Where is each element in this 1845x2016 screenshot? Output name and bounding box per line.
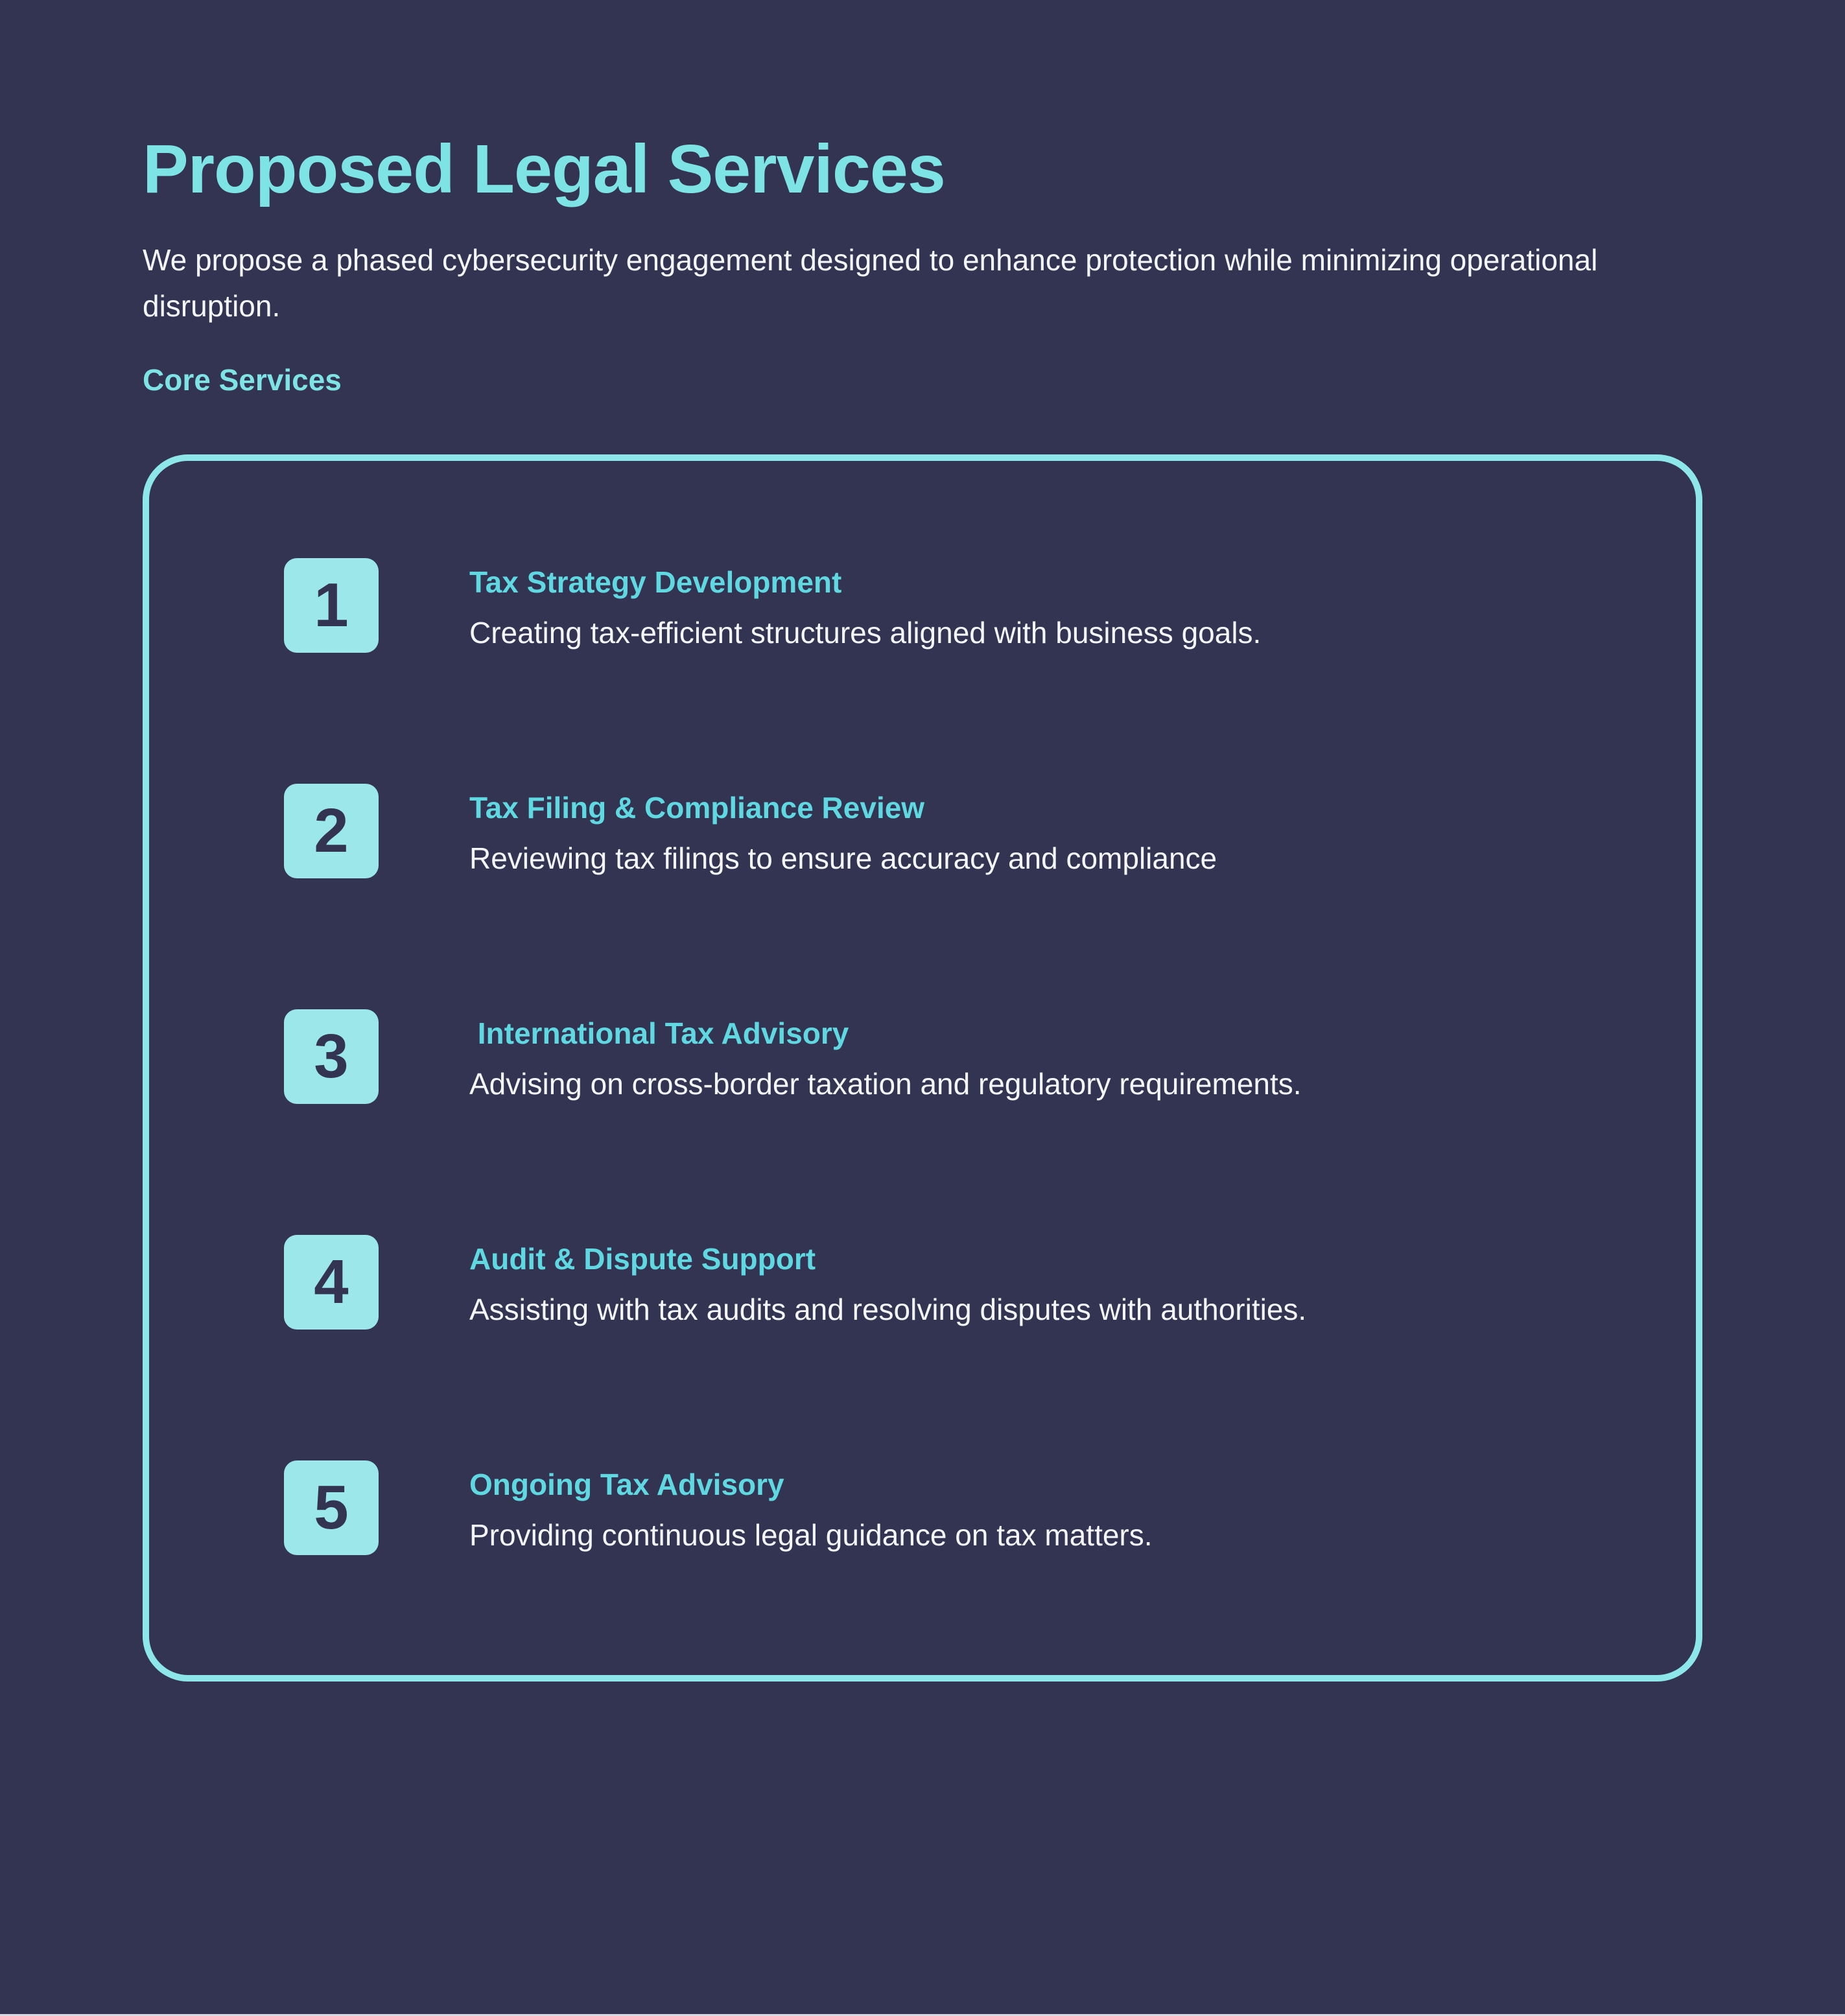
service-description: Providing continuous legal guidance on t…	[469, 1518, 1153, 1552]
service-number-badge: 2	[284, 784, 379, 878]
service-title: International Tax Advisory	[469, 1016, 849, 1050]
service-description: Reviewing tax filings to ensure accuracy…	[469, 841, 1217, 875]
service-number-badge: 3	[284, 1009, 379, 1104]
service-number-badge: 5	[284, 1460, 379, 1555]
service-item: 2 Tax Filing & Compliance Review Reviewi…	[284, 784, 1644, 878]
service-title: Ongoing Tax Advisory	[469, 1468, 784, 1501]
service-title: Audit & Dispute Support	[469, 1242, 816, 1276]
service-item: 5 Ongoing Tax Advisory Providing continu…	[284, 1460, 1644, 1555]
proposal-page: Proposed Legal Services We propose a pha…	[0, 126, 1845, 1682]
service-number-badge: 4	[284, 1235, 379, 1330]
page-title: Proposed Legal Services	[143, 131, 946, 207]
service-description: Advising on cross-border taxation and re…	[469, 1067, 1302, 1101]
service-text: Ongoing Tax Advisory Providing continuou…	[469, 1460, 1153, 1555]
service-text: Tax Filing & Compliance Review Reviewing…	[469, 784, 1217, 878]
service-item: 3 International Tax Advisory Advising on…	[284, 1009, 1644, 1104]
services-panel: 1 Tax Strategy Development Creating tax-…	[143, 454, 1702, 1682]
page-subtitle: We propose a phased cybersecurity engage…	[143, 242, 1598, 323]
service-text: Audit & Dispute Support Assisting with t…	[469, 1235, 1306, 1330]
service-text: International Tax Advisory Advising on c…	[469, 1009, 1302, 1104]
service-description: Assisting with tax audits and resolving …	[469, 1293, 1307, 1326]
section-label: Core Services	[143, 363, 342, 397]
service-item: 1 Tax Strategy Development Creating tax-…	[284, 558, 1644, 653]
service-text: Tax Strategy Development Creating tax-ef…	[469, 558, 1261, 653]
service-item: 4 Audit & Dispute Support Assisting with…	[284, 1235, 1644, 1330]
service-title: Tax Strategy Development	[469, 565, 842, 599]
service-title: Tax Filing & Compliance Review	[469, 791, 925, 825]
service-description: Creating tax-efficient structures aligne…	[469, 616, 1262, 650]
service-number-badge: 1	[284, 558, 379, 653]
